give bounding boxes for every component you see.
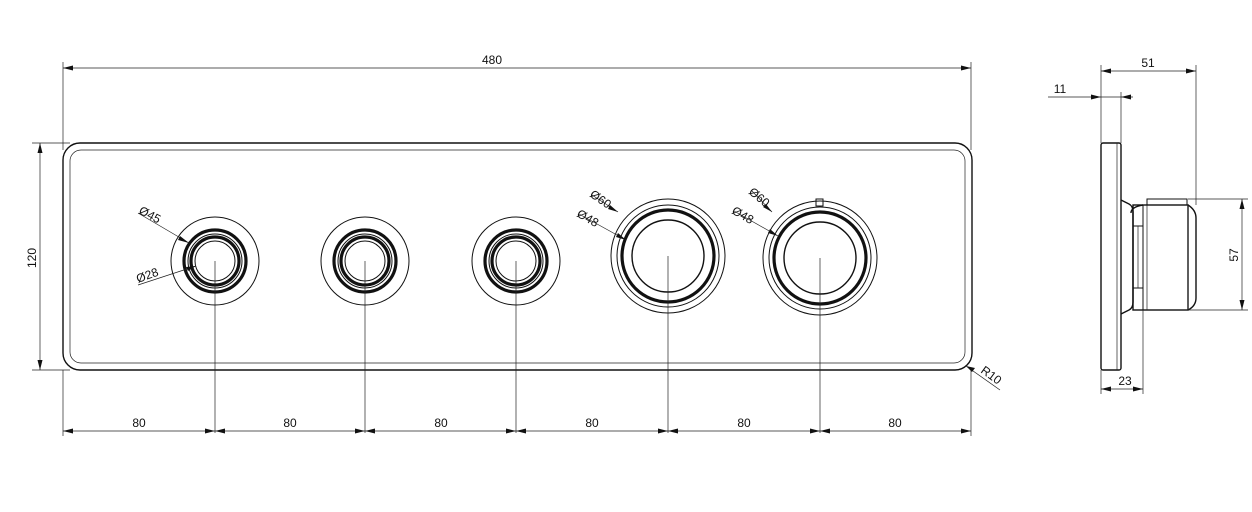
- dim-spacing-3: 80: [434, 416, 448, 430]
- dim-480-label: 480: [482, 53, 502, 67]
- dimension-side-height: 57: [1188, 198, 1248, 311]
- dim-57-label: 57: [1227, 248, 1241, 262]
- dim-spacing-2: 80: [283, 416, 297, 430]
- front-plate: [62, 142, 973, 371]
- dim-spacing-6: 80: [888, 416, 902, 430]
- dia-28-label: Ø28: [134, 265, 160, 286]
- dia-48-label-1: Ø48: [575, 206, 602, 230]
- dim-23-label: 23: [1118, 374, 1132, 388]
- dim-spacing-1: 80: [132, 416, 146, 430]
- dim-spacing-5: 80: [737, 416, 751, 430]
- dim-spacing-4: 80: [585, 416, 599, 430]
- dimension-side-base: 23: [1100, 310, 1144, 394]
- dim-120-label: 120: [25, 248, 39, 268]
- dimension-side-plate: 11: [1048, 82, 1133, 143]
- centre-lines: [214, 256, 821, 433]
- dia-48-label-2: Ø48: [730, 203, 757, 227]
- dimension-spacing: 80 80 80 80 80 80: [62, 370, 972, 436]
- dim-r10-label: R10: [978, 363, 1004, 387]
- side-view: [1100, 142, 1197, 371]
- dim-51-label: 51: [1141, 56, 1155, 70]
- dimension-height: 120: [25, 142, 70, 371]
- dia-60-label-2: Ø60: [746, 185, 773, 211]
- dimension-overall-width: 480: [62, 53, 972, 150]
- dimension-radius: R10: [965, 363, 1005, 391]
- dia-45-label: Ø45: [137, 203, 164, 226]
- dim-11-label: 11: [1054, 82, 1067, 96]
- dimension-side-depth: 51: [1100, 56, 1197, 205]
